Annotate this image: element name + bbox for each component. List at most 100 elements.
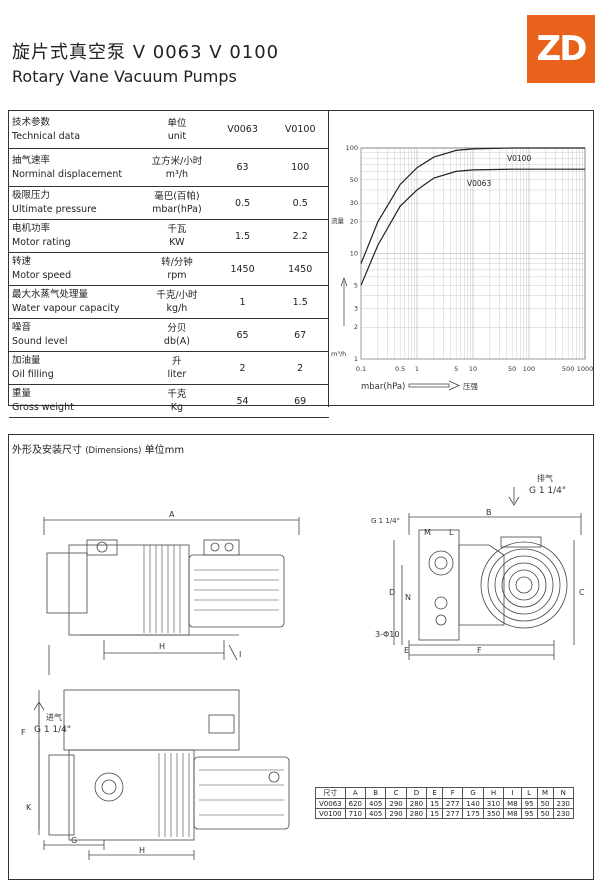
dims-header-cell: G xyxy=(462,787,484,799)
spec-header-unit-cn: 单位 xyxy=(167,117,187,129)
chart-series-label: V0100 xyxy=(507,154,531,163)
spec-unit-cn: 千瓦 xyxy=(167,224,187,235)
chart-xlabel: mbar(hPa) xyxy=(361,382,405,392)
dims-cell: 405 xyxy=(364,808,387,819)
spec-value-v0063: 54 xyxy=(213,384,272,418)
spec-unit-cn: 转/分钟 xyxy=(161,257,193,268)
pump-front-view xyxy=(43,517,300,675)
dims-cell: 277 xyxy=(442,798,464,809)
chart-y-unit: m³/h xyxy=(331,350,346,358)
chart-y-tick-label: 10 xyxy=(350,250,358,258)
dims-header-cell: E xyxy=(426,787,444,799)
spec-value-v0100: 2 xyxy=(271,351,329,385)
spec-header-col1: V0063 xyxy=(213,111,272,149)
page-title-cn: 旋片式真空泵 V 0063 V 0100 xyxy=(12,42,280,63)
chart-y-tick-label: 50 xyxy=(350,176,358,184)
dims-header-cell: N xyxy=(552,787,574,799)
dims-cell: V0063 xyxy=(315,798,346,809)
chart-series-label: V0063 xyxy=(467,179,491,188)
spec-label-en: Oil filling xyxy=(12,369,54,380)
exhaust-size: G 1 1/4" xyxy=(529,486,566,496)
dim-label-b: B xyxy=(486,508,492,517)
spec-value-v0100: 69 xyxy=(271,384,329,418)
chart-x-arrow-head xyxy=(448,380,460,391)
chart-x-tick-label: 0.1 xyxy=(356,365,366,373)
chart-x-arrow xyxy=(408,383,450,388)
spec-label-cn: 重量 xyxy=(12,388,32,399)
spec-header-col2: V0100 xyxy=(271,111,329,149)
spec-header-label-en: Technical data xyxy=(12,130,81,142)
page-title-en: Rotary Vane Vacuum Pumps xyxy=(12,67,237,86)
spec-value-v0063: 1450 xyxy=(213,252,272,286)
spec-unit-en: m³/h xyxy=(165,168,189,180)
chart-series-line-v0063 xyxy=(360,168,585,286)
spec-value-v0100: 2.2 xyxy=(271,219,329,253)
spec-unit-en: Kg xyxy=(170,402,184,413)
dims-header-cell: I xyxy=(503,787,522,799)
dims-cell: 405 xyxy=(364,798,387,809)
dims-cell: 230 xyxy=(552,798,574,809)
dims-cell: 280 xyxy=(405,808,428,819)
spec-label-cn: 抽气速率 xyxy=(12,154,51,166)
spec-label-en: Ultimate pressure xyxy=(12,204,97,215)
dims-cell: 15 xyxy=(426,798,444,809)
chart-y-tick-label: 2 xyxy=(354,323,358,331)
dims-cell: 95 xyxy=(520,808,538,819)
dims-cell: 175 xyxy=(462,808,484,819)
spec-label-en: Norminal displacement xyxy=(12,168,123,180)
dim-label-i: I xyxy=(239,650,241,659)
dims-cell: 280 xyxy=(405,798,428,809)
dim-label-d: D xyxy=(389,588,395,597)
spec-unit-en: mbar(hPa) xyxy=(152,204,202,215)
chart-series-line-v0100 xyxy=(360,147,585,264)
spec-unit-cn: 升 xyxy=(172,356,182,367)
chart-y-tick-label: 3 xyxy=(354,305,358,313)
chart-y-tick-label: 1 xyxy=(354,355,358,363)
dims-cell: 230 xyxy=(552,808,574,819)
dims-cell: 620 xyxy=(344,798,366,809)
spec-unit-en: kg/h xyxy=(166,303,188,314)
chart-xlabel-cn: 压强 xyxy=(463,382,478,391)
chart-y-tick-label: 20 xyxy=(350,218,358,226)
dim-label-f: F xyxy=(477,646,482,655)
spec-label-en: Sound level xyxy=(12,336,68,347)
inlet-label-cn: 进气 xyxy=(46,712,62,722)
spec-value-v0063: 1.5 xyxy=(213,219,272,253)
dims-cell: 50 xyxy=(536,798,554,809)
dims-header-cell: L xyxy=(520,787,538,799)
dims-cell: 277 xyxy=(442,808,464,819)
chart-ylabel: 流量 xyxy=(331,216,345,225)
table-divider xyxy=(328,111,329,407)
spec-label-en: Motor rating xyxy=(12,237,71,248)
spec-label-cn: 最大水蒸气处理量 xyxy=(12,289,89,300)
chart-x-tick-label: 1000 xyxy=(577,365,593,373)
dims-cell: 140 xyxy=(462,798,484,809)
dims-header-cell: C xyxy=(385,787,407,799)
dims-cell: 50 xyxy=(536,808,554,819)
dims-cell: 350 xyxy=(482,808,505,819)
dims-cell: 710 xyxy=(344,808,366,819)
spec-value-v0100: 1450 xyxy=(271,252,329,286)
spec-value-v0063: 2 xyxy=(213,351,272,385)
chart-x-tick-label: 0.5 xyxy=(395,365,405,373)
dims-header-cell: 尺寸 xyxy=(315,787,346,799)
spec-value-v0100: 67 xyxy=(271,318,329,352)
chart-y-tick-label: 5 xyxy=(354,281,358,289)
spec-unit-en: db(A) xyxy=(163,336,190,347)
spec-value-v0100: 1.5 xyxy=(271,285,329,319)
dim-label-h: H xyxy=(159,642,165,651)
spec-unit-cn: 分贝 xyxy=(167,323,187,334)
dims-cell: 95 xyxy=(520,798,538,809)
spec-unit-en: rpm xyxy=(167,270,187,281)
chart-x-tick-label: 10 xyxy=(469,365,477,373)
dims-header-cell: F xyxy=(442,787,464,799)
